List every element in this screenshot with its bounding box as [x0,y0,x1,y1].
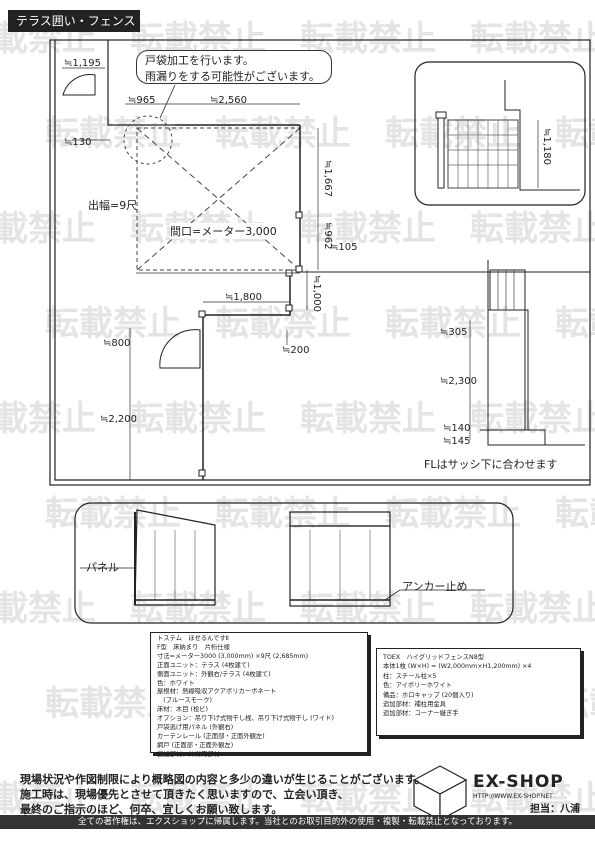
dim-2300: ≒2,300 [440,376,478,387]
door-swing-top [62,74,96,96]
note-line: 雨漏りをする可能性がございます。 [145,70,320,83]
spec-box-fence: TOEX ハイグリッドフェンスN8型本体1枚 (W×H) = (W2,000mm… [376,648,581,736]
note-bubble: 戸袋加工を行います。 雨漏りをする可能性がございます。 [136,50,332,84]
spec-line: (ブルースモーク) [157,697,212,705]
spec-line: カーテンレール (正面部・正面外観左) [157,732,265,740]
spec-line: 屋根材：熱線吸収アクアポリカーボネート [157,688,277,696]
panel-label: パネル [86,561,119,574]
page-title: テラス囲い・フェンス [8,10,140,32]
plan-border [49,39,591,486]
staff-label: 担当：八浦 [530,804,580,815]
detail-box [414,61,586,206]
dim-130: ≒130 [64,137,92,148]
dim-965: ≒965 [128,95,156,106]
dim-800: ≒800 [103,338,131,349]
dim-200: ≒200 [282,345,310,356]
dim-305: ≒305 [440,327,468,338]
spec-line: 備品：ホロキャップ (20個入り) [383,691,474,699]
logo-name: EX-SHOP [473,772,564,792]
footer-copyright: 全ての著作権は、エクスショップに帰属します。当社とのお取引目的外の使用・複製・転… [0,815,595,829]
spec-line: 網戸 (正面部・正面外観左) [157,741,234,749]
spec-line: 追加部材：片桁用部材 [157,750,220,758]
dim-1800: ≒1,800 [225,292,263,303]
spec-line: トステム ほせるんですⅡ [157,635,229,642]
elevation-box [74,502,514,624]
disclaimer-line: 施工時は、現場優先とさせて頂きたく思いますので、立会い頂き、 [20,788,349,801]
spec-line: 色：ホワイト [157,679,195,687]
anchor-label: アンカー止め [402,580,468,593]
disclaimer-line: 現場状況や作図制限により概略図の内容と多少の違いが生じることがございます。 [20,773,426,786]
spec-line: 追加部材：コーナー継ぎ手 [383,710,459,718]
disclaimer: 現場状況や作図制限により概略図の内容と多少の違いが生じることがございます。施工時… [20,772,426,817]
dim-1667: ≒1,667 [322,160,333,198]
fence-line [202,272,291,480]
fl-note: FLはサッシ下に合わせます [424,458,558,471]
dim-145: ≒145 [443,436,471,447]
depth-label: 出幅=9尺 [88,199,138,212]
dim-105: ≒105 [330,242,358,253]
spec-line: 床材：木目 (桧ビ) [157,706,208,714]
dim-2200: ≒2,200 [100,414,138,425]
spec-line: 本体1枚 (W×H) = (W2,000mm×H1,200mm) ×4 [383,663,532,671]
spec-line: 柱：スチール柱×5 [383,672,437,680]
spec-line: 色：アイボリーホワイト [383,682,452,690]
note-line: 戸袋加工を行います。 [145,54,254,67]
frontage-label: 間口=メーター3,000 [170,223,277,239]
spec-line: オプション：吊り下げ式物干し桟、吊り下げ式物干し (ワイド) [157,715,334,723]
door-swing-lower [159,329,201,369]
spec-line: 戸袋逃げ用パネル (外観右) [157,724,234,732]
dim-1195: ≒1,195 [64,58,102,69]
spec-line: F型 床納まり 片桁仕様 [157,643,230,651]
dim-1000: ≒1,000 [311,275,322,313]
spec-line: 正面ユニット：テラス (4枚建て) [157,661,250,669]
spec-line: TOEX ハイグリッドフェンスN8型 [383,654,484,661]
disclaimer-line: 最終のご指示のほど、何卒、宜しくお願い致します。 [20,803,283,816]
spec-line: 追加部材：補柱用金具 [383,701,446,709]
dim-2560: ≒2,560 [210,95,248,106]
spec-line: 側面ユニット：外観右/テラス (4枚建て) [157,670,271,678]
dim-140: ≒140 [443,423,471,434]
logo-url: HTTP://WWW.EX-SHOP.NET [473,793,553,800]
dim-1180: ≒1,180 [541,128,552,166]
spec-line: 寸法=メーター3000 (3,000mm) ×9尺 (2,685mm) [157,652,309,660]
logo-cube-icon [412,765,468,822]
house-wall [54,40,590,481]
